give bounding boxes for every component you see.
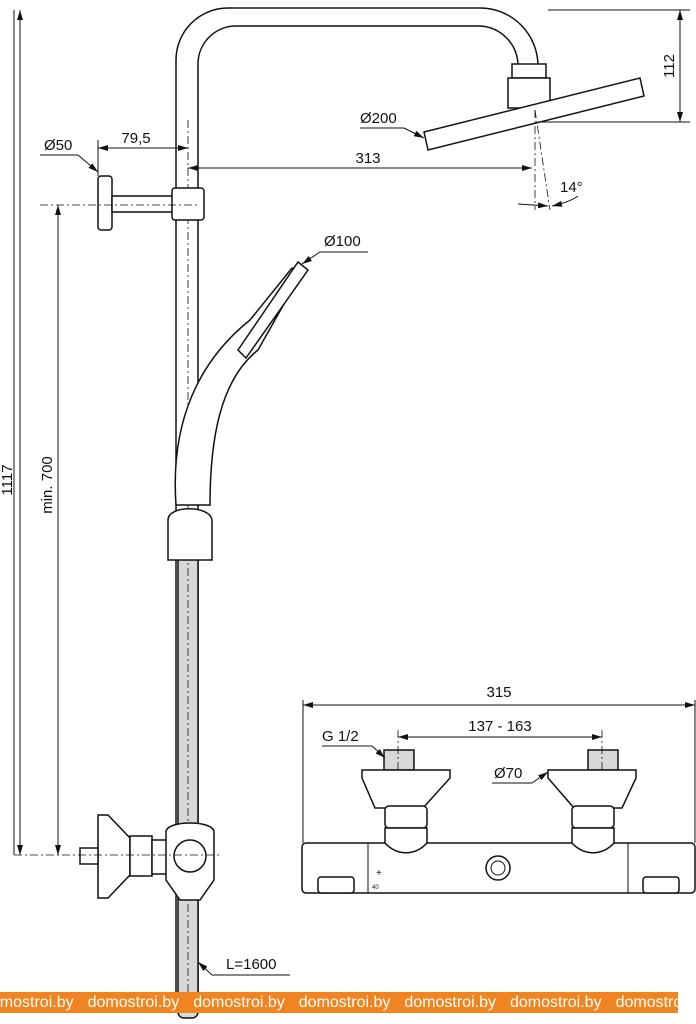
watermark-text: domostroi.by [0, 994, 74, 1011]
mixer-side-view [14, 814, 220, 901]
label-thread: G 1/2 [322, 728, 359, 745]
overhead-shower-head [423, 63, 645, 211]
temp-mark: 40 [372, 885, 379, 891]
dimension-lines [13, 9, 696, 976]
label-315: 315 [486, 684, 511, 701]
label-bracket-offset: 79,5 [121, 130, 150, 147]
plus-mark: + [376, 868, 382, 879]
label-112: 112 [661, 54, 678, 78]
watermark-text: domostroi.by [87, 994, 180, 1011]
watermark-text: domostroi.by [193, 994, 285, 1011]
watermark-text: domostroi.by [404, 994, 496, 1011]
label-hose-length: L=1600 [226, 956, 276, 973]
mixer-front-view: + 40 [301, 749, 696, 894]
right-inlet [547, 749, 637, 854]
watermark-text: domostroi.by [298, 994, 391, 1011]
left-inlet [361, 749, 451, 854]
wall-bracket [40, 175, 205, 231]
watermark-text: domostroi.by [615, 994, 696, 1011]
label-inlet-spacing: 137 - 163 [468, 718, 531, 735]
watermark-banner: domostroi.by domostroi.by domostroi.by domo… [0, 992, 696, 1013]
label-escutcheon: Ø70 [494, 765, 522, 782]
label-1117: 1117 [0, 464, 16, 495]
hand-shower [167, 260, 310, 561]
label-bracket-diameter: Ø50 [44, 137, 72, 154]
label-min-700: min. 700 [39, 456, 56, 514]
watermark-text: domostroi.by [509, 994, 602, 1011]
label-handshower-diameter: Ø100 [324, 233, 361, 250]
label-angle: 14° [560, 179, 583, 196]
dimension-labels: 112 Ø200 313 14° Ø50 79,5 Ø100 1117 min.… [0, 54, 678, 973]
label-313: 313 [355, 150, 380, 167]
label-head-diameter: Ø200 [360, 110, 397, 127]
